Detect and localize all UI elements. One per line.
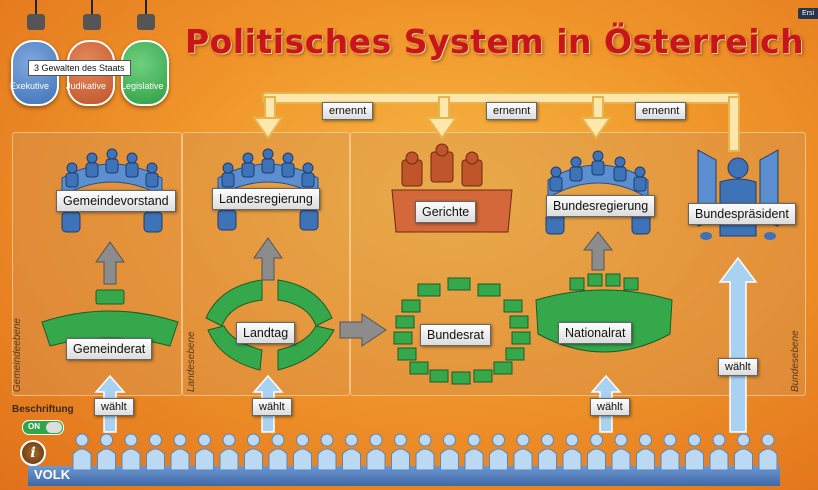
bulb-label-exekutive: Exekutive bbox=[10, 81, 50, 91]
person-icon bbox=[121, 433, 141, 471]
bulb-socket bbox=[27, 14, 45, 30]
person-icon bbox=[734, 433, 753, 471]
ernennt-rail-source bbox=[728, 96, 740, 152]
waehlt-label: wählt bbox=[252, 398, 292, 416]
ernennt-label: ernennt bbox=[322, 102, 374, 120]
landesregierung-group-icon bbox=[217, 148, 319, 231]
organ-label-landesregierung[interactable]: Landesregierung bbox=[212, 188, 320, 210]
organ-label-gemeinderat[interactable]: Gemeinderat bbox=[66, 338, 153, 360]
bulb-label-judikative: Judikative bbox=[66, 81, 107, 91]
person-icon bbox=[244, 433, 263, 471]
bulb-socket bbox=[83, 14, 101, 30]
ernennt-label: ernennt bbox=[635, 102, 687, 120]
bulb-wire bbox=[91, 0, 93, 16]
beschriftung-toggle[interactable]: ON bbox=[22, 420, 64, 435]
person-icon bbox=[440, 433, 459, 471]
bulb-socket bbox=[137, 14, 155, 30]
page-title: Politisches System in Österreich bbox=[185, 22, 805, 61]
waehlt-label: wählt bbox=[94, 398, 134, 416]
person-icon bbox=[513, 433, 533, 471]
person-icon bbox=[342, 433, 361, 471]
organ-label-gemeindevorstand[interactable]: Gemeindevorstand bbox=[56, 190, 176, 212]
organ-label-gerichte[interactable]: Gerichte bbox=[415, 201, 477, 223]
person-icon bbox=[268, 433, 288, 471]
ernennt-label: ernennt bbox=[486, 102, 538, 120]
person-icon bbox=[489, 433, 508, 471]
organ-label-nationalrat[interactable]: Nationalrat bbox=[558, 322, 633, 344]
beschriftung-label: Beschriftung bbox=[12, 404, 74, 415]
person-icon bbox=[146, 433, 165, 471]
person-icon bbox=[636, 433, 655, 471]
person-icon bbox=[317, 433, 337, 471]
person-icon bbox=[97, 433, 116, 471]
info-icon[interactable]: i bbox=[20, 440, 46, 466]
gemeinderat-chamber-icon bbox=[41, 289, 179, 347]
toggle-state-label: ON bbox=[28, 422, 40, 431]
bundesregierung-group-icon bbox=[545, 150, 651, 235]
person-icon bbox=[758, 433, 778, 471]
waehlt-label: wählt bbox=[590, 398, 630, 416]
person-icon bbox=[538, 433, 557, 471]
waehlt-label: wählt bbox=[718, 358, 758, 376]
person-icon bbox=[366, 433, 386, 471]
organ-label-bundesrat[interactable]: Bundesrat bbox=[420, 324, 491, 346]
organ-label-bundesregierung[interactable]: Bundesregierung bbox=[546, 195, 656, 217]
person-icon bbox=[660, 433, 680, 471]
volk-label: VOLK bbox=[34, 467, 71, 482]
bestellt-arrows bbox=[95, 231, 614, 347]
bulb-wire bbox=[145, 0, 147, 16]
person-icon bbox=[464, 433, 484, 471]
person-icon bbox=[391, 433, 410, 471]
person-icon bbox=[611, 433, 631, 471]
person-icon bbox=[709, 433, 729, 471]
person-icon bbox=[293, 433, 312, 471]
person-icon bbox=[219, 433, 239, 471]
gewalten-caption: 3 Gewalten des Staats bbox=[28, 60, 131, 76]
bulb-wire bbox=[35, 0, 37, 16]
corner-tab[interactable]: Ersi bbox=[797, 8, 818, 19]
toggle-knob bbox=[46, 422, 62, 433]
person-icon bbox=[587, 433, 606, 471]
person-icon bbox=[415, 433, 435, 471]
person-icon bbox=[195, 433, 214, 471]
person-icon bbox=[72, 433, 92, 471]
gemeindevorstand-group-icon bbox=[61, 148, 163, 233]
organ-label-landtag[interactable]: Landtag bbox=[236, 322, 296, 344]
person-icon bbox=[685, 433, 704, 471]
bulb-label-legislative: Legislative bbox=[121, 81, 164, 91]
volk-bar bbox=[28, 466, 780, 486]
bundesrat-chamber-icon bbox=[393, 277, 531, 385]
organ-label-bundespraesident[interactable]: Bundespräsident bbox=[688, 203, 796, 225]
person-icon bbox=[562, 433, 582, 471]
person-icon bbox=[170, 433, 190, 471]
landtag-chamber-icon bbox=[205, 279, 335, 371]
